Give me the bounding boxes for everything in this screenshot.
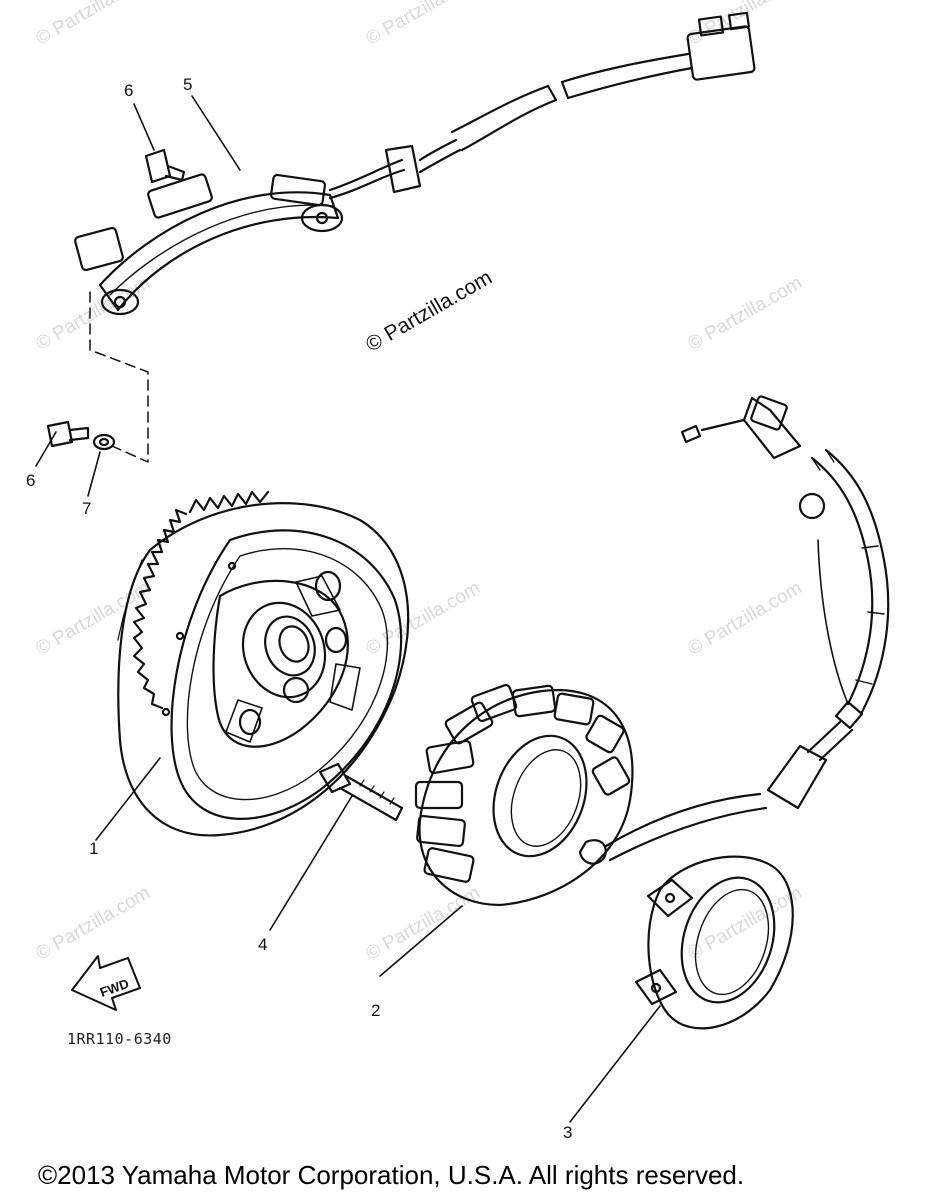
- stator-bolt: [318, 762, 404, 822]
- stator-assembly: [414, 395, 890, 907]
- forward-direction-arrow: [71, 955, 141, 1011]
- callout-1: 1: [89, 839, 99, 858]
- rotor-flywheel: [117, 490, 410, 837]
- pan-head-screw-left: [46, 420, 90, 448]
- callout-3: 3: [563, 1123, 573, 1142]
- diagram-reference-code: 1RR110-6340: [67, 1030, 172, 1048]
- callout-2: 2: [371, 1001, 381, 1020]
- callout-7: 7: [82, 499, 92, 518]
- callout-6-left: 6: [26, 471, 36, 490]
- callout-4: 4: [258, 935, 268, 954]
- pan-head-screw-top: [144, 148, 186, 184]
- pickup-coil-assembly: [74, 11, 756, 316]
- callout-6-top: 6: [124, 81, 134, 100]
- plate-washer: [92, 433, 116, 451]
- stator-ring-cover: [634, 855, 794, 1030]
- copyright-footer: ©2013 Yamaha Motor Corporation, U.S.A. A…: [38, 1160, 745, 1190]
- callout-5: 5: [183, 75, 193, 94]
